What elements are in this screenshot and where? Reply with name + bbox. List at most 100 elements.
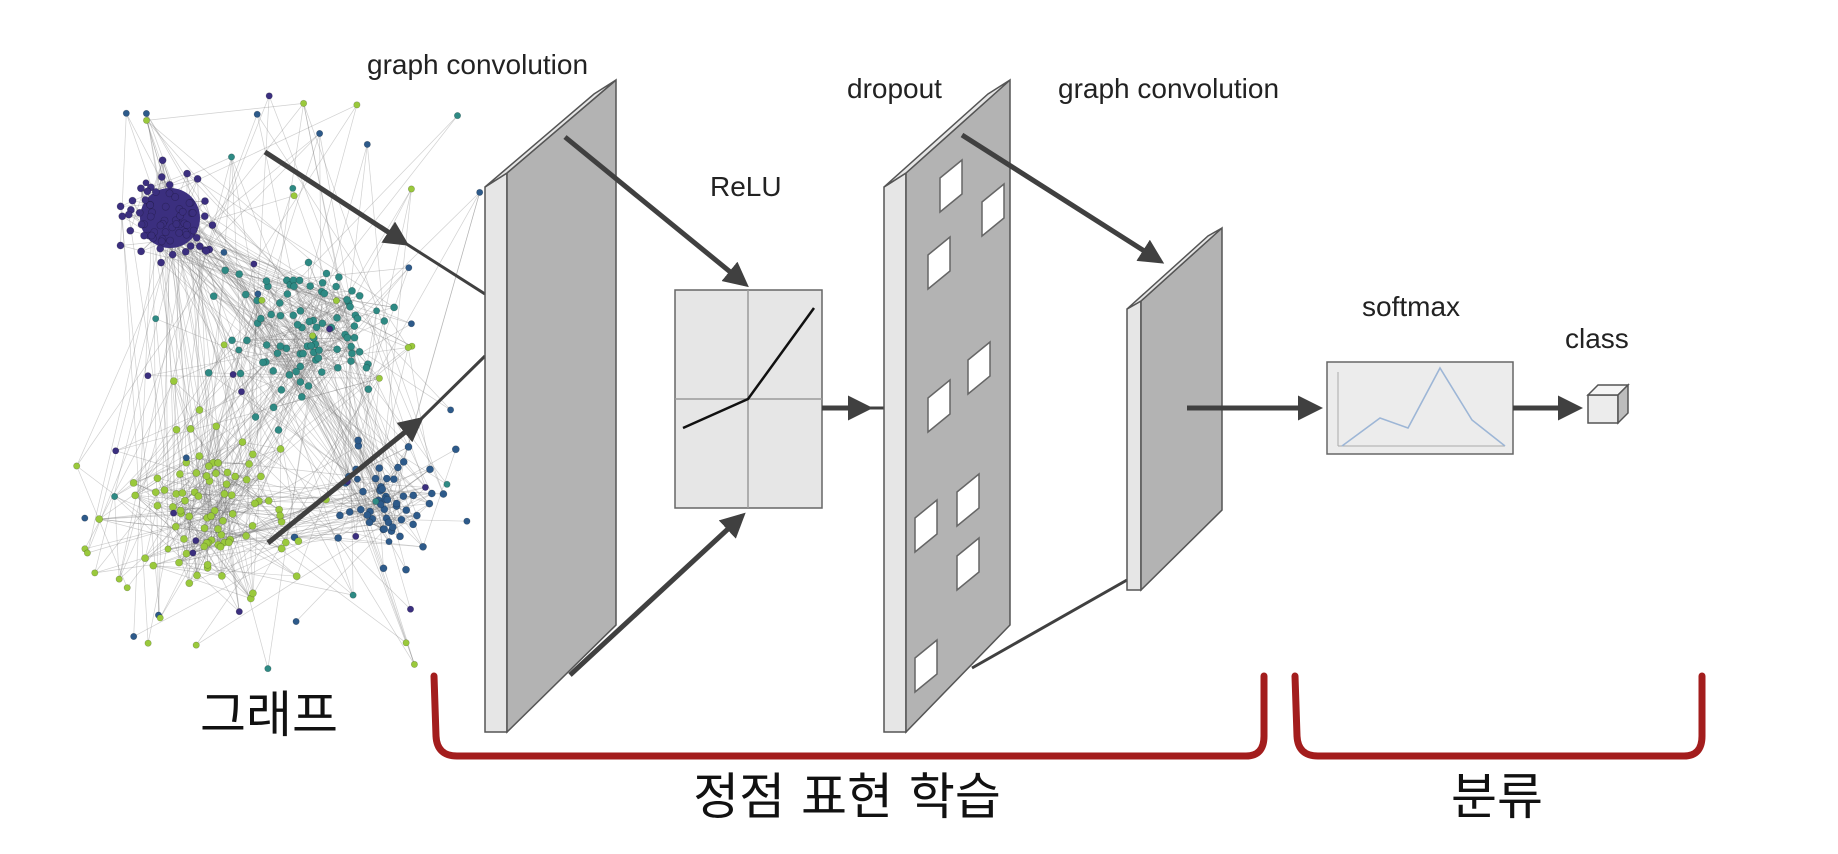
graph-edge xyxy=(294,536,424,548)
graph-node xyxy=(185,579,194,588)
graph-node xyxy=(175,558,183,567)
graph-edge xyxy=(245,294,264,363)
graph-edge xyxy=(190,428,228,473)
relu-label: ReLU xyxy=(710,171,782,202)
graph-node xyxy=(373,307,381,315)
graph-node xyxy=(353,314,362,323)
graph-edge xyxy=(134,279,294,496)
graph-node xyxy=(402,506,411,515)
graph-edge xyxy=(245,300,258,536)
graph-node xyxy=(223,468,232,477)
graph-edge xyxy=(135,495,368,516)
graph-node xyxy=(123,584,131,592)
graph-node xyxy=(168,250,177,259)
graph-edge xyxy=(369,493,432,523)
graph-edge xyxy=(173,381,198,576)
graph-edge xyxy=(208,156,232,467)
graph-edge xyxy=(293,286,369,390)
graph-edge xyxy=(270,314,287,349)
graph-node xyxy=(285,370,294,379)
graph-edge xyxy=(279,448,281,516)
graph-node xyxy=(425,499,434,508)
graph-node xyxy=(165,189,174,198)
graph-edge xyxy=(161,240,348,301)
graph-node xyxy=(182,230,191,239)
graph-edge xyxy=(287,293,352,347)
graph-edge xyxy=(366,378,380,516)
graph-edge xyxy=(260,318,319,359)
graph-edge xyxy=(208,372,290,376)
graph-edge xyxy=(217,442,243,530)
graph-node xyxy=(194,492,203,501)
graph-node xyxy=(375,374,383,382)
conv2-side xyxy=(1126,299,1142,591)
arrow-graph-to-conv-lower xyxy=(266,416,424,545)
graph-node xyxy=(227,491,236,499)
graph-edge xyxy=(221,521,282,577)
graph-edge xyxy=(265,103,304,363)
graph-edge xyxy=(152,238,159,616)
graph-edge xyxy=(366,144,399,468)
cube-front xyxy=(1587,394,1619,424)
graph-edge xyxy=(151,235,380,379)
graph-node xyxy=(396,532,404,541)
graph-edge xyxy=(184,232,243,443)
graph-edge xyxy=(114,496,225,543)
graph-node xyxy=(296,306,305,315)
graph-edge xyxy=(208,115,458,374)
graph-node xyxy=(258,358,267,367)
graph-edge xyxy=(195,445,359,541)
graph-node xyxy=(421,483,429,491)
graph-edge xyxy=(159,248,177,430)
graph-edge xyxy=(153,231,267,346)
graph-edge xyxy=(213,295,338,350)
graph-node xyxy=(393,463,402,472)
graph-edge xyxy=(232,374,354,596)
conv2-label: graph convolution xyxy=(1058,73,1279,104)
graph-node xyxy=(124,210,133,219)
graph-edge xyxy=(256,300,308,347)
graph-edge xyxy=(87,503,255,554)
graph-edge xyxy=(346,299,451,411)
graph-edge xyxy=(286,280,303,397)
graph-edge xyxy=(196,494,233,576)
graph-node xyxy=(210,506,219,515)
graph-edge xyxy=(221,484,227,576)
graph-edge xyxy=(303,103,381,490)
graph-edge xyxy=(255,293,325,418)
graph-node xyxy=(348,286,356,295)
graph-node xyxy=(189,226,198,235)
graph-edge xyxy=(221,514,368,577)
graph-node xyxy=(281,538,290,547)
graph-edge xyxy=(319,133,323,373)
graph-edge xyxy=(99,504,381,520)
graph-edge xyxy=(308,346,352,387)
graph-node xyxy=(157,258,165,267)
graph-edge xyxy=(224,270,308,347)
graph-node xyxy=(137,220,146,229)
graph-edge xyxy=(199,455,282,523)
graph-edge xyxy=(165,232,169,550)
graph-node xyxy=(228,510,237,518)
graph-edge xyxy=(152,238,199,497)
graph-node xyxy=(355,347,364,356)
graph-edge xyxy=(386,446,409,479)
graph-node xyxy=(309,332,317,340)
graph-edge xyxy=(297,300,337,325)
graph-node xyxy=(325,325,333,333)
graph-edge xyxy=(337,511,351,539)
graph-edge xyxy=(94,232,180,573)
graph-edge xyxy=(246,282,323,341)
graph-node xyxy=(141,196,150,204)
graph-node xyxy=(346,302,354,311)
graph-edge xyxy=(155,441,243,493)
graph-node xyxy=(235,608,243,616)
graph-edge xyxy=(208,372,397,507)
graph-node xyxy=(296,378,305,386)
graph-node xyxy=(289,311,298,320)
graph-node xyxy=(295,276,304,285)
graph-edge xyxy=(182,472,217,494)
dropout-label: dropout xyxy=(847,73,942,104)
graph-edge xyxy=(120,113,127,246)
graph-edge xyxy=(238,274,256,418)
